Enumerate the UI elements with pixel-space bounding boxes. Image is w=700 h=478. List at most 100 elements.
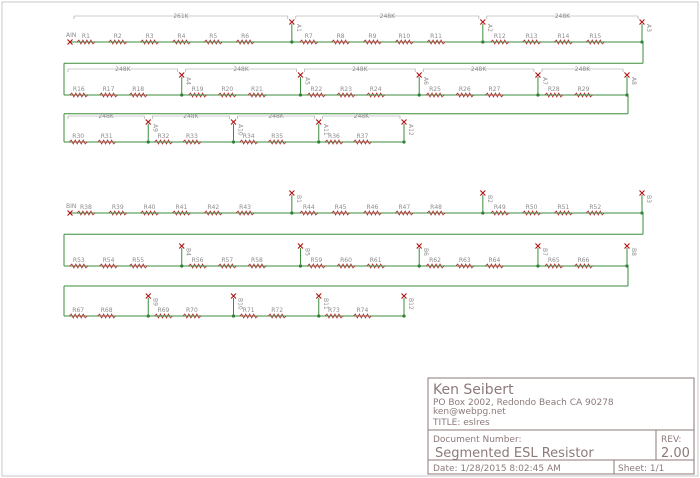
resistor-symbol (68, 313, 88, 319)
resistor-label: R3 (146, 33, 154, 40)
resistor-symbol (307, 263, 326, 269)
resistor-label: R12 (494, 33, 506, 40)
probe-label: A11 (322, 124, 329, 136)
resistor-symbol (140, 210, 159, 216)
resistor-symbol (324, 139, 344, 145)
group-bracket (73, 15, 289, 19)
resistor-symbol (455, 263, 475, 269)
resistor-label: R35 (271, 133, 283, 140)
probe-label: A3 (645, 24, 652, 32)
resistor-label: R13 (526, 33, 538, 40)
resistor-label: R37 (356, 133, 368, 140)
resistor-symbol (336, 263, 356, 269)
group-label: 248K (352, 66, 368, 73)
probe-x-icon (315, 293, 322, 299)
probe-x-icon (145, 119, 152, 125)
resistor-label: R7 (305, 33, 313, 40)
group-label: 261K (173, 13, 189, 20)
resistor-label: R22 (310, 86, 322, 93)
probe-label: B1 (295, 195, 302, 203)
resistor-symbol (99, 263, 118, 269)
group-bracket (67, 115, 145, 119)
resistor-symbol (394, 210, 414, 216)
resistor-symbol (574, 92, 593, 98)
resistor-symbol (247, 92, 267, 98)
resistor-symbol (203, 210, 223, 216)
probe-label: B5 (303, 248, 310, 256)
resistor-label: R57 (221, 257, 233, 264)
doc-date: Date: 1/28/2015 8:02:45 AM (433, 464, 561, 474)
resistor-symbol (353, 139, 372, 145)
group-label: 248K (380, 13, 396, 20)
rev-label: REV: (661, 435, 681, 445)
resistor-symbol (239, 313, 258, 319)
group-label: 248K (471, 66, 487, 73)
resistor-symbol (188, 263, 207, 269)
resistor-label: R54 (103, 257, 115, 264)
resistor-label: R47 (398, 204, 410, 211)
resistor-symbol (485, 92, 504, 98)
resistor-label: R70 (186, 307, 198, 314)
group-bracket (185, 68, 297, 72)
probe-label: B2 (486, 195, 493, 203)
resistor-label: R53 (73, 257, 85, 264)
probe-label: A1 (295, 24, 302, 32)
resistor-label: R10 (398, 33, 410, 40)
resistor-label: R39 (112, 204, 124, 211)
resistor-symbol (299, 39, 319, 45)
group-label: 248K (115, 66, 131, 73)
resistor-label: R5 (209, 33, 217, 40)
resistor-label: R55 (132, 257, 144, 264)
probe-x-icon (145, 293, 152, 299)
resistor-symbol (235, 39, 255, 45)
resistor-symbol (217, 263, 237, 269)
resistor-symbol (108, 39, 128, 45)
resistor-label: R61 (370, 257, 382, 264)
probe-x-icon (479, 19, 486, 25)
resistor-symbol (574, 263, 593, 269)
resistor-label: R1 (82, 33, 90, 40)
group-bracket (486, 15, 639, 19)
probe-x-icon (535, 72, 541, 78)
probe-x-icon (416, 72, 423, 78)
probe-label: B8 (630, 248, 637, 256)
probe-x-icon (297, 72, 304, 78)
probe-x-icon (624, 72, 630, 78)
probe-label: A5 (303, 77, 310, 85)
group-label: 248K (233, 66, 249, 73)
resistor-label: R59 (310, 257, 322, 264)
rev-value: 2.00 (661, 446, 690, 461)
group-label: 248K (183, 113, 199, 120)
resistor-symbol (68, 139, 88, 145)
resistor-symbol (426, 39, 446, 45)
doc-number: Segmented ESL Resistor (435, 446, 594, 461)
probe-label: B4 (185, 248, 192, 256)
resistor-label: R65 (548, 257, 560, 264)
group-bracket (67, 68, 179, 72)
probe-x-icon (315, 119, 322, 125)
group-bracket (322, 115, 401, 119)
probe-x-icon (288, 19, 295, 25)
resistor-label: R60 (340, 257, 352, 264)
probe-x-icon (401, 119, 407, 125)
resistor-symbol (324, 313, 344, 319)
resistor-label: R23 (340, 86, 352, 93)
group-label: 248K (555, 13, 571, 20)
probe-label: A6 (422, 77, 429, 85)
resistor-label: R21 (251, 86, 263, 93)
resistor-label: R43 (239, 204, 251, 211)
resistor-label: R24 (370, 86, 382, 93)
probe-label: B6 (422, 248, 429, 256)
resistor-symbol (203, 39, 223, 45)
resistor-symbol (554, 210, 573, 216)
resistor-label: R26 (459, 86, 471, 93)
resistor-symbol (299, 210, 319, 216)
resistor-label: R40 (144, 204, 156, 211)
resistor-symbol (485, 263, 504, 269)
author-email: ken@webpg.net (433, 407, 506, 417)
resistor-symbol (108, 210, 128, 216)
resistor-label: R9 (368, 33, 376, 40)
resistor-symbol (69, 92, 89, 98)
resistor-symbol (336, 92, 356, 98)
